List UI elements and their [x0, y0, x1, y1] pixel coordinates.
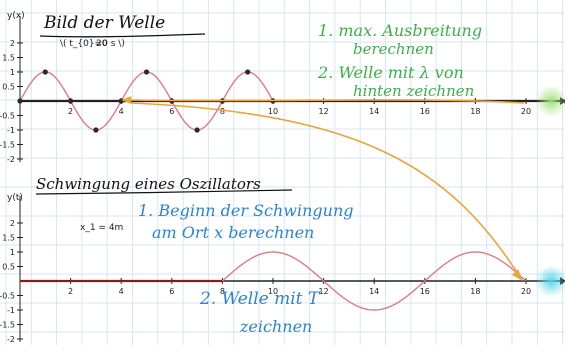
- y-tick-label: -0.5: [0, 292, 15, 301]
- wave-point: [68, 98, 74, 104]
- y-tick-label: -1.5: [0, 321, 15, 330]
- x-tick-label: 8: [220, 287, 225, 296]
- bottom-y-ticks: 2 1.5 1 0.5 -0.5 -1 -1.5 -2: [0, 219, 23, 344]
- bottom-note-line-1: 1. Beginn der Schwingung: [138, 201, 354, 220]
- wave-point: [118, 98, 124, 104]
- y-tick-label: -2: [7, 155, 15, 164]
- y-tick-label: 0.5: [2, 83, 15, 92]
- y-tick-label: 2: [10, 219, 15, 228]
- wave-point: [194, 127, 200, 133]
- y-tick-label: 2: [10, 39, 15, 48]
- x-tick-label: 16: [420, 107, 430, 116]
- time-formula: \( t_{0}=0 s \): [60, 39, 125, 49]
- oscillation-curve: [221, 251, 527, 311]
- title-underline: [39, 33, 206, 38]
- x-tick-label: 14: [369, 287, 379, 296]
- wave-point: [17, 98, 23, 104]
- wave-point: [42, 69, 48, 75]
- x-tick-label: 20: [521, 107, 531, 116]
- arrow-x1-to-time-head: [512, 269, 523, 281]
- y-tick-label: -1.5: [0, 141, 15, 150]
- top-x-ticks: 2 4 6 8 10 12 14 16 18 20: [68, 98, 531, 116]
- bottom-note-line-2: am Ort x berechnen: [152, 223, 314, 242]
- x-tick-label: 2: [68, 107, 73, 116]
- x-tick-label: 20: [521, 287, 531, 296]
- y-tick-label: 1.5: [2, 54, 15, 63]
- y-tick-label: 1.5: [2, 234, 15, 243]
- top-note-line-1: 1. max. Ausbreitung: [318, 21, 482, 40]
- y-tick-label: -1: [7, 306, 15, 315]
- oscillator-title: Schwingung eines Oszillators: [36, 175, 261, 193]
- bottom-note-line-4: zeichnen: [239, 317, 312, 336]
- wave-point: [143, 69, 150, 75]
- time-formula-overlay: 20: [96, 39, 108, 49]
- x-tick-label: 18: [470, 287, 480, 296]
- x-tick-label: 4: [119, 287, 124, 296]
- x-tick-label: 6: [169, 287, 174, 296]
- y-tick-label: 1: [10, 68, 15, 77]
- top-note-line-2: berechnen: [353, 40, 434, 58]
- oscillator-title-underline: [35, 189, 293, 195]
- bottom-note-line-3: 2. Welle mit T: [199, 289, 321, 309]
- arrow-x1-to-time: [131, 102, 521, 278]
- top-y-axis-label: y(x): [7, 11, 25, 21]
- x-tick-label: 2: [68, 287, 73, 296]
- y-tick-label: -0.5: [0, 112, 15, 121]
- time-highlight: [535, 265, 565, 297]
- y-tick-label: 1: [10, 248, 15, 257]
- x-tick-label: 8: [220, 107, 225, 116]
- y-tick-label: -1: [7, 126, 15, 135]
- bottom-y-axis-label: y(t): [7, 193, 23, 203]
- wave-picture-title: Bild der Welle: [43, 13, 165, 33]
- wavefront-highlight: [535, 85, 565, 117]
- x-tick-label: 6: [169, 107, 174, 116]
- wave-point: [245, 69, 251, 75]
- y-tick-label: 0.5: [2, 263, 15, 272]
- x-tick-label: 10: [268, 287, 278, 296]
- arrow-wavefront-to-x1: [127, 99, 525, 104]
- y-tick-label: -2: [7, 335, 15, 344]
- x-tick-label: 18: [470, 107, 480, 116]
- position-x1-label: x_1 = 4m: [80, 223, 123, 233]
- oscillator-plot: 2 1.5 1 0.5 -0.5 -1 -1.5 -2 2 4 6 8 10 12 14 16 18 20 y(…: [0, 193, 565, 344]
- x-tick-label: 12: [319, 287, 329, 296]
- arrow-wavefront-to-x1-head: [121, 96, 132, 104]
- x-tick-label: 14: [369, 107, 379, 116]
- x-tick-label: 16: [420, 287, 430, 296]
- top-note-line-4: hinten zeichnen: [353, 82, 474, 100]
- top-note-line-3: 2. Welle mit λ von: [317, 63, 464, 82]
- x-tick-label: 4: [119, 107, 124, 116]
- x-tick-label: 12: [319, 107, 329, 116]
- wave-point: [93, 127, 99, 133]
- x-tick-label: 10: [268, 107, 278, 116]
